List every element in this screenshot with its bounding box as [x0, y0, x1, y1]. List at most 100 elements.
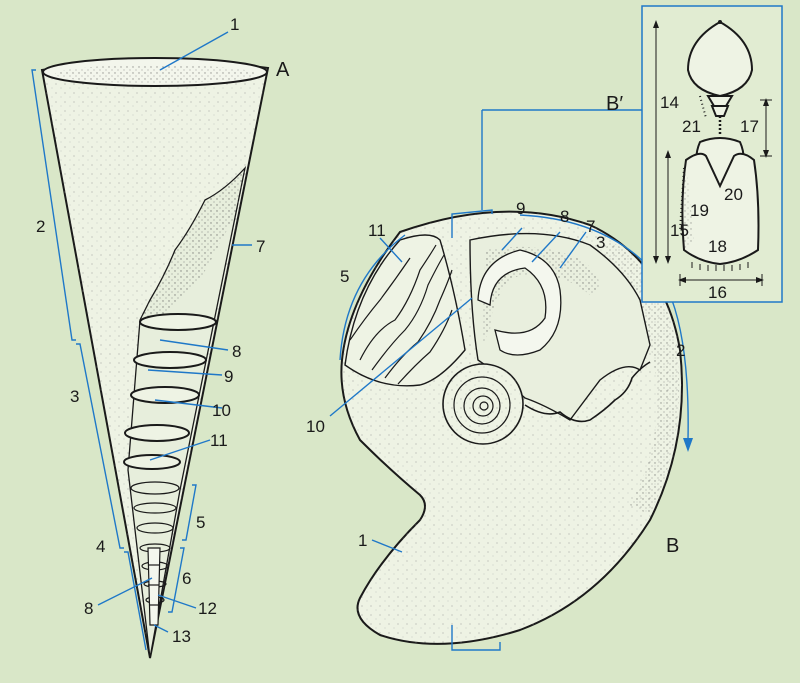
outer-rim-shading: [600, 240, 680, 515]
arrowhead: [678, 277, 686, 283]
dimension-lines: [653, 20, 772, 286]
septum: [133, 351, 207, 369]
leader-b-7: [559, 231, 587, 269]
arrowhead: [665, 150, 671, 158]
label-a-11: 11: [210, 431, 228, 450]
label-b-1: 1: [358, 531, 367, 550]
label-a-4: 4: [96, 537, 105, 556]
siphuncle-b: [477, 249, 562, 356]
label-a-2: 2: [36, 217, 45, 236]
umbilicus-whorl: [453, 376, 511, 434]
arrowhead: [763, 98, 769, 106]
label-a-12: 12: [198, 599, 217, 618]
label-bp-17: 17: [740, 117, 759, 136]
label-bp-18: 18: [708, 237, 727, 256]
label-a-7: 7: [256, 237, 265, 256]
leader-b-11: [379, 237, 403, 263]
umbilicus-shading: [443, 364, 523, 444]
label-a-1: 1: [230, 15, 239, 34]
septum: [130, 386, 200, 404]
label-b-5: 5: [340, 267, 349, 286]
leader-11: [149, 439, 211, 461]
label-b-3: 3: [596, 233, 605, 252]
leader-12: [157, 594, 197, 609]
panel-label-bprime: B′: [606, 93, 623, 115]
arrowhead: [653, 20, 659, 28]
leader-8b: [97, 577, 153, 606]
septal-sutures: [349, 244, 453, 385]
aperture-interior-shading: [55, 65, 255, 83]
leader-b-9: [501, 227, 523, 251]
cutaway-shading: [140, 168, 245, 330]
bracket-3: [76, 343, 124, 549]
septal-suture: [359, 244, 437, 361]
base-fringe: [691, 262, 749, 271]
septa: [123, 313, 217, 604]
leader-8a: [159, 339, 229, 351]
panel-label-a: A: [276, 59, 290, 81]
panel-b-coiled-shell: B 1 2 3 5 7 8 9 10 11: [306, 109, 693, 651]
upper-pore: [718, 20, 722, 24]
lower-body-shading: [682, 160, 694, 250]
label-a-9: 9: [224, 367, 233, 386]
arrow-b-2: [683, 438, 693, 452]
umbilicus-spiral: [442, 363, 524, 445]
umbilicus-whorl: [479, 401, 489, 411]
panel-bprime-inset: B′: [606, 5, 783, 303]
septum: [139, 313, 217, 331]
bracket-b-5: [339, 234, 406, 361]
label-a-6: 6: [182, 569, 191, 588]
label-a-10: 10: [212, 401, 231, 420]
label-bp-16: 16: [708, 283, 727, 302]
bracket-4: [124, 551, 147, 651]
bracket-b-bottom: [451, 625, 501, 651]
label-a-3: 3: [70, 387, 79, 406]
body-chamber: [469, 232, 651, 421]
label-b-8: 8: [560, 207, 569, 226]
arrowhead: [665, 256, 671, 264]
label-b-7: 7: [586, 217, 595, 236]
bracket-5: [182, 484, 197, 541]
leader-13: [153, 624, 169, 633]
leader-b-10: [329, 297, 473, 417]
label-b-9: 9: [516, 199, 525, 218]
septal-suture: [384, 269, 453, 379]
septum: [133, 502, 177, 514]
bracket-b-top: [451, 209, 493, 238]
septum: [123, 454, 181, 470]
label-a-5: 5: [196, 513, 205, 532]
connector-mid: [710, 105, 730, 117]
septum: [130, 481, 180, 495]
panel-label-b: B: [666, 535, 679, 557]
septa-section: [344, 234, 466, 387]
label-b-10: 10: [306, 417, 325, 436]
label-a-8a: 8: [232, 342, 241, 361]
label-bp-21: 21: [682, 117, 701, 136]
arrowhead: [756, 277, 764, 283]
label-bp-20: 20: [724, 185, 743, 204]
label-b-2: 2: [676, 341, 685, 360]
siphuncle: [147, 547, 161, 626]
arrowhead: [653, 256, 659, 264]
umbilicus-whorl: [463, 387, 501, 425]
septal-suture: [371, 254, 445, 371]
leader-1: [159, 31, 229, 71]
septal-suture: [397, 309, 453, 385]
septum: [124, 424, 190, 442]
umbilicus-whorl: [472, 395, 494, 417]
label-b-11: 11: [368, 221, 386, 240]
arrowhead: [763, 150, 769, 158]
septum: [136, 522, 174, 534]
label-bp-19: 19: [690, 201, 709, 220]
leader-b-1: [371, 539, 403, 553]
septal-suture: [349, 257, 411, 341]
label-bp-15: 15: [670, 221, 689, 240]
label-a-8b: 8: [84, 599, 93, 618]
label-a-13: 13: [172, 627, 191, 646]
bracket-6: [168, 547, 185, 613]
leader-b-8: [531, 231, 561, 263]
panel-a-orthocone: A 1 2 3 4 5 6 7 8 9 10 11 8 12 13: [31, 15, 290, 659]
label-bp-14: 14: [660, 93, 679, 112]
